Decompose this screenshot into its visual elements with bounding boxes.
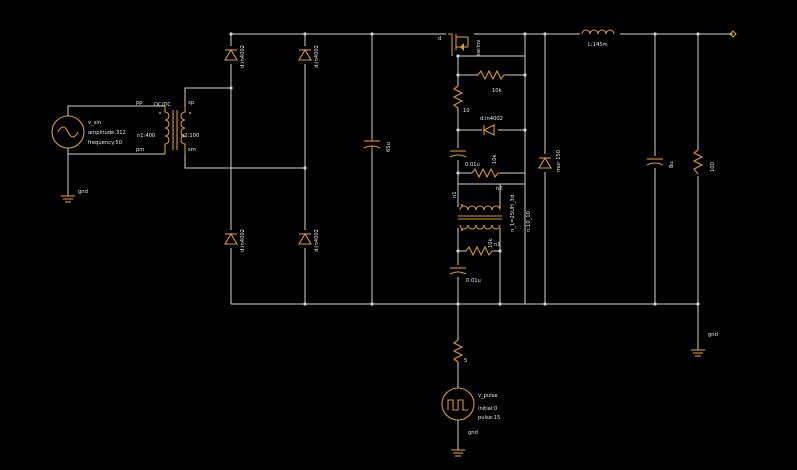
bridge-diode-3-label: d:in4002 — [240, 229, 246, 252]
source-amplitude: amplitude:312 — [88, 130, 126, 136]
ptx-n2: n2 — [496, 186, 503, 192]
ground-icon — [451, 449, 465, 457]
pulse-source-icon[interactable] — [441, 387, 475, 421]
inductor-icon[interactable] — [580, 26, 620, 38]
pulse-value: pulse:15 — [478, 415, 500, 421]
gate-r-label: 5 — [464, 358, 467, 364]
out-cap-label: 8u — [669, 161, 675, 168]
source-wire-bottom — [67, 148, 165, 155]
ptx-label: n_1=25UH_3d — [510, 195, 516, 232]
ptx-ratio: n:10_10 — [526, 211, 532, 232]
bridge-diode-1-label: d:in4002 — [240, 45, 246, 68]
switch-name: sw:Inv — [476, 40, 482, 56]
switch-dot-label: d — [438, 36, 441, 42]
bridge-diode-4-label: d:in4002 — [314, 229, 320, 252]
source-wire-top — [67, 105, 165, 116]
transformer-icon[interactable] — [159, 106, 191, 154]
snub-capacitor-icon[interactable] — [448, 148, 468, 160]
source-ground-label: gnd — [78, 189, 88, 195]
snub-r2-label: 10 — [463, 108, 470, 114]
xfmr-n2: n2:100 — [181, 133, 199, 139]
snub-r3-label: 10k — [492, 154, 498, 164]
bulk-capacitor-icon[interactable] — [362, 138, 382, 152]
mosfet-switch-icon[interactable] — [446, 30, 474, 56]
freewheel-diode-icon[interactable] — [538, 154, 552, 172]
xfmr-sm: sm — [188, 147, 196, 153]
ptx-name: n1 — [452, 191, 458, 198]
snub-cap-label: 0.01u — [465, 162, 480, 168]
ac-source[interactable] — [51, 114, 85, 150]
bridge-diode-2-icon[interactable] — [298, 46, 312, 64]
bridge-diode-1-icon[interactable] — [224, 46, 238, 64]
bridge-diode-3-icon[interactable] — [224, 230, 238, 248]
sec-wire-bottom — [184, 154, 305, 169]
load-label: 100 — [710, 162, 716, 172]
pulse-ground-label: gnd — [468, 430, 478, 436]
main-ground-label: gnd — [708, 332, 718, 338]
bridge-diode-2-label: d:in4002 — [314, 45, 320, 68]
ground-icon — [691, 349, 705, 357]
xfmr-pm: pm — [136, 147, 144, 153]
load-resistor-icon[interactable] — [692, 149, 704, 176]
sec-wire-top — [184, 87, 231, 106]
resistor-10-icon[interactable] — [452, 85, 464, 109]
pulse-transformer-icon[interactable] — [458, 204, 502, 231]
pulse-initial: initial:0 — [478, 406, 497, 412]
output-capacitor-icon[interactable] — [645, 156, 665, 168]
resistor-10k-icon[interactable] — [477, 69, 506, 81]
ground-icon — [61, 195, 75, 203]
ptx-cap-label: 0.01u — [466, 278, 481, 284]
snub-diode-icon[interactable] — [482, 124, 498, 136]
xfmr-n1: n1:400 — [137, 133, 155, 139]
bulk-cap-label: 65u — [386, 142, 392, 152]
resistor-5-icon[interactable] — [452, 339, 464, 363]
source-name: v_sin — [88, 120, 101, 126]
ptx-capacitor-icon[interactable] — [448, 265, 468, 277]
xfmr-pp: pp — [136, 100, 143, 106]
pulse-name: v_pulse — [478, 393, 498, 399]
ptx-r-label: 10k — [488, 238, 494, 248]
resistor-10k-3-icon[interactable] — [465, 245, 494, 257]
output-terminal[interactable] — [729, 30, 737, 38]
source-frequency: frequency:50 — [88, 140, 122, 146]
snub-r1-label: 10k — [492, 88, 502, 94]
resistor-10k-2-icon[interactable] — [471, 167, 500, 179]
snub-diode-label: d:in4002 — [480, 116, 503, 122]
freewheel-label: mur 150 — [556, 150, 562, 172]
inductor-label: L:145m — [588, 42, 608, 48]
xfmr-type: DC/DC — [154, 102, 171, 108]
xfmr-sp: sp — [188, 100, 195, 106]
bridge-diode-4-icon[interactable] — [298, 230, 312, 248]
ptx-n1: n1 — [494, 242, 501, 248]
